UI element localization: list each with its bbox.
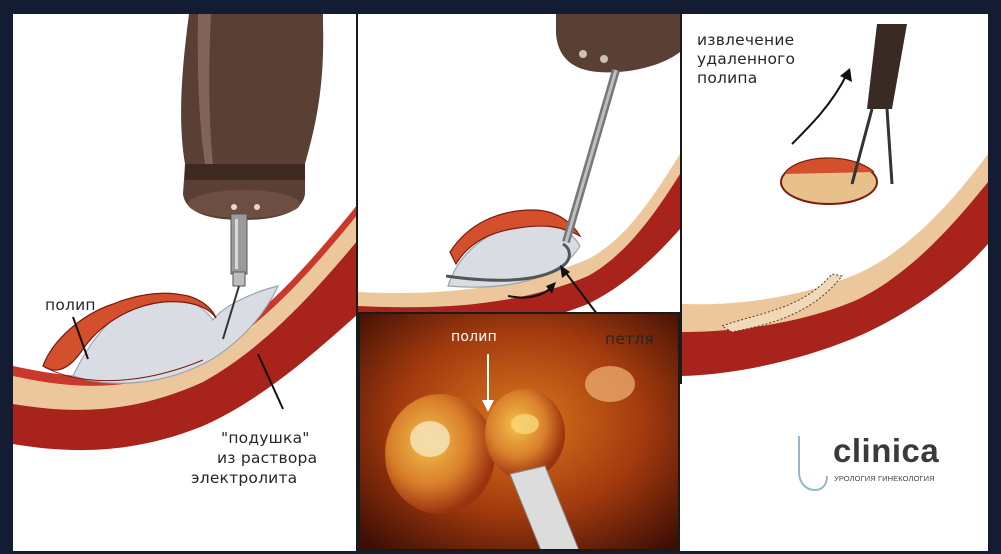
label-extraction-2: удаленного bbox=[697, 51, 795, 68]
label-extraction-1: извлечение bbox=[697, 32, 794, 49]
logo-word: clinica bbox=[833, 432, 939, 470]
forceps bbox=[867, 24, 907, 109]
illustration-canvas: полип "подушка" из раствора электролита … bbox=[13, 14, 988, 551]
label-polyp: полип bbox=[45, 297, 96, 314]
logo-mark-icon bbox=[793, 434, 829, 492]
logo-tagline: УРОЛОГИЯ ГИНЕКОЛОГИЯ bbox=[834, 474, 935, 483]
endoscope-2 bbox=[556, 14, 680, 72]
label-cushion-3: электролита bbox=[191, 470, 297, 487]
label-loop: петля bbox=[605, 331, 654, 348]
label-cushion-2: из раствора bbox=[217, 450, 317, 467]
endoscopy-image bbox=[360, 314, 680, 551]
clinica-logo: clinica УРОЛОГИЯ ГИНЕКОЛОГИЯ bbox=[793, 434, 983, 498]
label-polyp-photo: полип bbox=[451, 329, 497, 346]
label-cushion-1: "подушка" bbox=[221, 430, 310, 447]
label-extraction-3: полипа bbox=[697, 70, 757, 87]
